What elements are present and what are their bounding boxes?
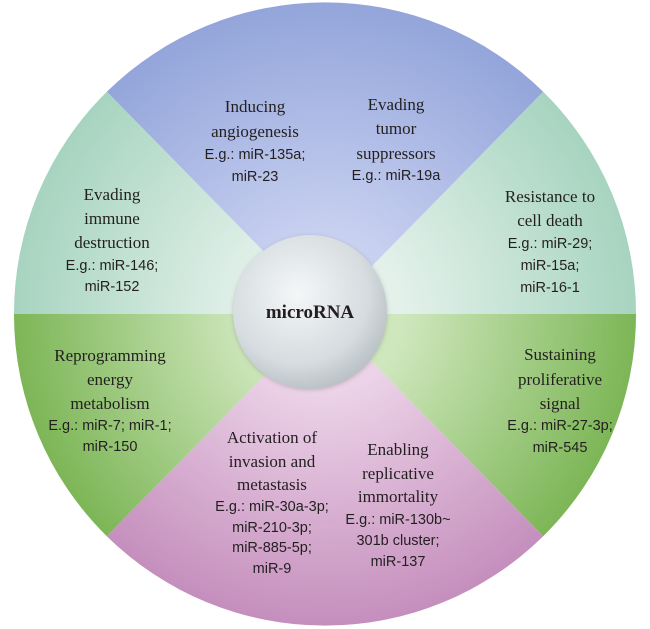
segment-bg-upper-left [13,91,325,314]
segment-examples: E.g.: miR-146; [66,258,159,274]
segment-title: invasion and [229,452,316,471]
segment-examples: miR-210-3p; [232,520,312,536]
segment-title: Activation of [227,428,318,447]
segment-examples: E.g.: miR-27-3p; [507,418,613,434]
segment-bg-lower-right [325,314,637,537]
segment-title: Inducing [225,97,286,116]
segment-examples: miR-152 [85,279,140,295]
segment-title: Sustaining [524,345,596,364]
center-node [233,235,387,389]
segment-examples: E.g.: miR-7; miR-1; [48,418,171,434]
segment-title: immune [84,209,140,228]
segment-bg-upper-right [325,91,637,314]
segment-title: cell death [517,211,583,230]
segment-title: metabolism [70,394,149,413]
segment-title: suppressors [356,144,435,163]
segment-title: proliferative [518,370,602,389]
segment-examples: E.g.: miR-30a-3p; [215,499,329,515]
segment-title: signal [540,394,581,413]
center-label: microRNA [266,302,355,323]
segment-bg-top [106,2,544,314]
segment-examples: E.g.: miR-29; [508,236,593,252]
segment-examples: E.g.: miR-130b~ [345,512,450,528]
segment-immortality: Enabling replicative immortality E.g.: m… [345,440,450,570]
segment-cell-death: Resistance to cell death E.g.: miR-29; m… [505,187,595,296]
segment-title: metastasis [237,475,307,494]
segment-examples: E.g.: miR-19a [352,168,442,184]
segment-examples: miR-15a; [521,258,580,274]
segment-title: Enabling [367,440,429,459]
segment-immune: Evading immune destruction E.g.: miR-146… [66,185,159,295]
segment-examples: 301b cluster; [356,533,439,549]
segment-title: Reprogramming [54,346,166,365]
segment-examples: miR-885-5p; [232,540,312,556]
segment-angiogenesis: Inducing angiogenesis E.g.: miR-135a; mi… [205,97,306,185]
segment-title: angiogenesis [211,122,299,141]
segment-examples: miR-137 [371,554,426,570]
segment-title: energy [87,370,133,389]
segment-examples: E.g.: miR-135a; [205,147,306,163]
segment-title: Evading [84,185,141,204]
segment-proliferative: Sustaining proliferative signal E.g.: mi… [507,345,613,456]
segment-title: Resistance to [505,187,595,206]
segment-title: Evading [368,95,425,114]
segment-title: replicative [362,464,434,483]
segment-tumor-suppressors: Evading tumor suppressors E.g.: miR-19a [352,95,442,184]
segment-title: tumor [376,119,417,138]
segment-title: immortality [358,487,439,506]
segment-bg-lower-left [13,314,326,537]
segment-metabolism: Reprogramming energy metabolism E.g.: mi… [48,346,171,455]
segment-title: destruction [74,233,150,252]
segment-invasion: Activation of invasion and metastasis E.… [215,428,329,577]
segment-examples: miR-545 [533,440,588,456]
segment-bg-bottom [106,314,544,626]
segment-examples: miR-9 [253,561,292,577]
segment-examples: miR-16-1 [520,280,580,296]
segment-examples: miR-150 [83,439,138,455]
segment-examples: miR-23 [232,169,279,185]
